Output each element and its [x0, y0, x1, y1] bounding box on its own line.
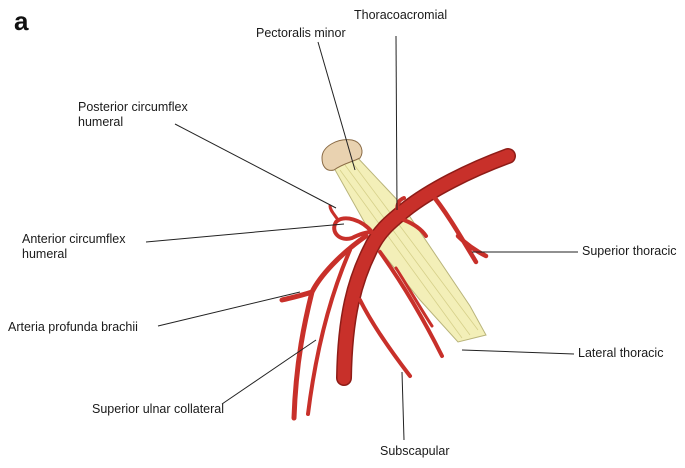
subscapular-artery: [358, 298, 412, 378]
coracoid-process: [321, 139, 363, 171]
leader-subscapular: [401, 371, 405, 441]
label-lateral-thoracic: Lateral thoracic: [578, 346, 664, 360]
label-superior-thoracic: Superior thoracic: [582, 244, 677, 258]
leader-anterior-circumflex: [145, 223, 345, 243]
anterior-circumflex-humeral-artery: [332, 216, 374, 241]
pectoralis-minor-muscle: [333, 155, 487, 343]
panel-letter: a: [14, 6, 29, 36]
leader-lines: [145, 35, 578, 441]
label-arteria-profunda-brachii: Arteria profunda brachii: [8, 320, 138, 334]
leader-thoracoacromial: [395, 35, 398, 211]
label-anterior-circumflex-line2: humeral: [22, 247, 68, 261]
label-posterior-circumflex-line1: Posterior circumflex: [78, 100, 188, 114]
label-pectoralis-minor: Pectoralis minor: [256, 26, 346, 40]
label-superior-ulnar-collateral: Superior ulnar collateral: [92, 402, 225, 416]
thoracoacromial-artery: [395, 196, 428, 238]
arterial-tree: [279, 148, 516, 421]
label-thoracoacromial: Thoracoacromial: [354, 8, 448, 22]
superior-thoracic-artery: [427, 189, 489, 265]
leader-lateral-thoracic: [461, 349, 575, 355]
lateral-thoracic-artery: [378, 250, 444, 358]
superior-ulnar-collateral-artery: [306, 248, 352, 416]
label-anterior-circumflex-line1: Anterior circumflex: [22, 232, 126, 246]
profunda-brachii-artery: [279, 233, 369, 421]
label-subscapular: Subscapular: [380, 444, 450, 458]
posterior-circumflex-humeral-artery: [328, 204, 340, 222]
leader-posterior-circumflex: [174, 123, 337, 209]
leader-superior-ulnar: [221, 339, 317, 405]
leader-profunda-brachii: [157, 291, 301, 327]
leader-pectoralis-minor: [317, 41, 356, 171]
label-posterior-circumflex-line2: humeral: [78, 115, 124, 129]
